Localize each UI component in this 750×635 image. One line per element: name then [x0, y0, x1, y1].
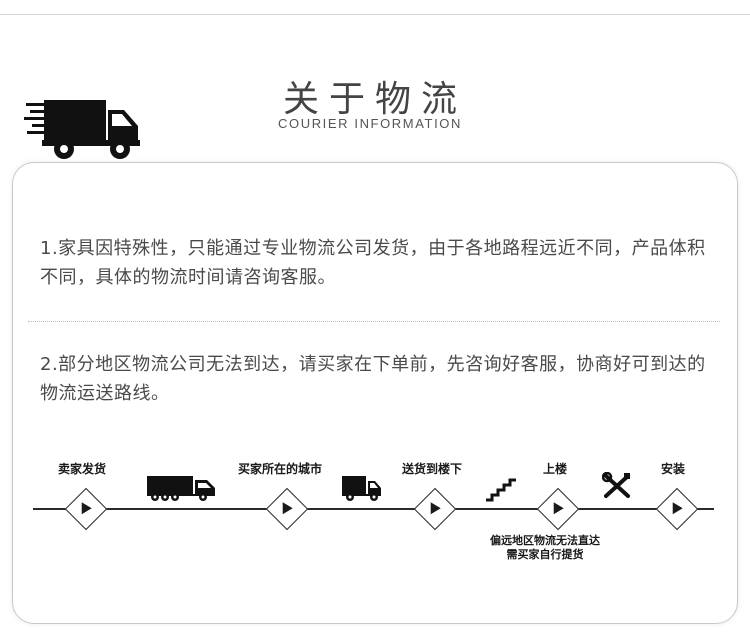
note-paragraph-1: 1.家具因特殊性，只能通过专业物流公司发货，由于各地路程远近不同，产品体积不同，…	[40, 238, 706, 288]
remote-note-line-1: 偏远地区物流无法直达	[490, 534, 600, 547]
semi-truck-icon	[147, 476, 215, 501]
step-label-install: 安装	[661, 462, 686, 476]
wrench-screwdriver-icon	[602, 472, 630, 498]
note-paragraph-2: 2.部分地区物流公司无法到达，请买家在下单前，先咨询好客服，协商好可到达的物流运…	[40, 354, 706, 404]
dotted-divider	[28, 321, 720, 322]
delivery-truck-icon	[342, 476, 381, 501]
step-label-seller-ship: 卖家发货	[58, 462, 107, 476]
remote-area-note: 偏远地区物流无法直达 需买家自行提货	[470, 534, 620, 562]
page-title: 关于物流	[282, 79, 467, 120]
page-subtitle: COURIER INFORMATION	[278, 116, 462, 131]
top-divider	[0, 14, 750, 15]
step-label-upstairs: 上楼	[543, 462, 568, 476]
remote-note-line-2: 需买家自行提货	[506, 548, 584, 561]
flow-line	[33, 508, 714, 510]
step-label-deliver-downstairs: 送货到楼下	[402, 462, 463, 476]
stairs-icon	[486, 478, 516, 502]
step-label-buyer-city: 买家所在的城市	[238, 462, 323, 476]
info-card	[12, 162, 738, 624]
speeding-delivery-truck-icon	[24, 100, 140, 159]
